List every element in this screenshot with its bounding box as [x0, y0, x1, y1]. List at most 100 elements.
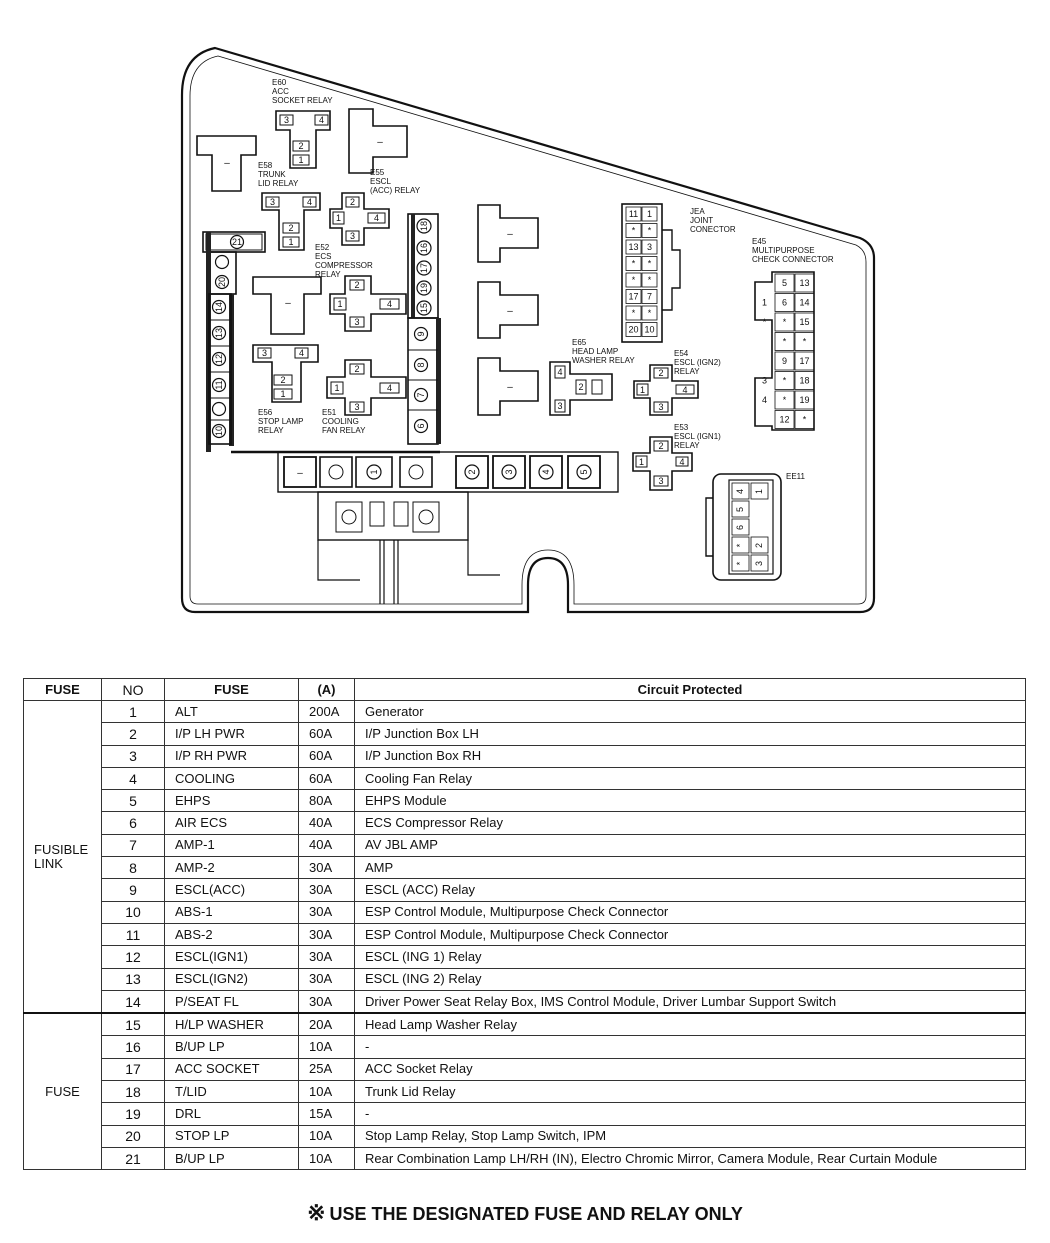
svg-text:2: 2 [754, 543, 764, 548]
svg-text:6: 6 [782, 298, 787, 308]
svg-text:4: 4 [557, 367, 562, 377]
svg-text:17: 17 [799, 356, 809, 366]
svg-text:–: – [377, 137, 383, 148]
svg-text:*: * [632, 226, 636, 236]
cell-fuse: ESCL(IGN2) [164, 967, 299, 991]
svg-text:2: 2 [578, 382, 583, 392]
cell-amp: 30A [298, 989, 355, 1014]
svg-text:11: 11 [629, 209, 638, 219]
svg-text:4: 4 [682, 385, 687, 395]
cell-fuse: AMP-2 [164, 856, 299, 880]
fuse-position-2: 2 [464, 464, 480, 480]
cell-fuse: DRL [164, 1102, 299, 1126]
fuse-position-7: 7 [413, 387, 429, 403]
fuse-position-9: 9 [413, 326, 429, 342]
fuse-position-16: 16 [416, 240, 432, 256]
svg-text:6: 6 [416, 423, 426, 428]
cell-circuit: ESCL (ING 2) Relay [354, 967, 1026, 991]
svg-text:9: 9 [782, 356, 787, 366]
svg-text:18: 18 [419, 221, 429, 231]
svg-text:3: 3 [557, 401, 562, 411]
cell-fuse: H/LP WASHER [164, 1012, 299, 1037]
cell-fuse: STOP LP [164, 1124, 299, 1148]
cell-circuit: ESCL (ING 1) Relay [354, 945, 1026, 969]
empty-relay-socket [348, 108, 408, 174]
cell-circuit: ESP Control Module, Multipurpose Check C… [354, 900, 1026, 924]
empty-relay-socket [252, 276, 322, 335]
svg-text:*: * [803, 415, 807, 425]
footnote-text: USE THE DESIGNATED FUSE AND RELAY ONLY [329, 1204, 743, 1224]
svg-text:2: 2 [350, 197, 355, 207]
svg-text:3: 3 [284, 115, 289, 125]
cell-no: 3 [101, 744, 165, 768]
fuse-position-13: 13 [211, 325, 227, 341]
svg-text:*: * [632, 308, 636, 318]
fusible-link-2: 2 [455, 455, 489, 489]
cell-fuse: AIR ECS [164, 811, 299, 835]
cell-no: 2 [101, 722, 165, 746]
svg-text:3: 3 [262, 348, 267, 358]
fuse-box-housing [180, 46, 876, 614]
cell-amp: 80A [298, 789, 355, 813]
cell-amp: 30A [298, 878, 355, 902]
fuse-position-6: 6 [413, 418, 429, 434]
cell-circuit: ESCL (ACC) Relay [354, 878, 1026, 902]
cell-no: 20 [101, 1124, 165, 1148]
cell-no: 14 [101, 989, 165, 1014]
cell-fuse: ESCL(IGN1) [164, 945, 299, 969]
svg-text:13: 13 [214, 328, 224, 338]
cell-no: 4 [101, 766, 165, 791]
fuse-position-1: 1 [366, 464, 382, 480]
fuse-column-right [407, 213, 441, 445]
svg-text:–: – [224, 158, 230, 169]
svg-text:10: 10 [644, 325, 654, 335]
svg-text:4: 4 [735, 489, 745, 494]
svg-text:*: * [632, 259, 636, 269]
svg-text:*: * [632, 275, 636, 285]
svg-text:4: 4 [762, 395, 767, 405]
header-no: NO [101, 678, 165, 701]
cell-circuit: Generator [354, 699, 1026, 724]
cell-no: 16 [101, 1035, 165, 1059]
svg-text:*: * [648, 259, 652, 269]
cell-circuit: - [354, 1035, 1026, 1059]
cell-circuit: Rear Combination Lamp LH/RH (IN), Electr… [354, 1146, 1026, 1171]
svg-text:*: * [783, 337, 787, 347]
svg-text:*: * [648, 308, 652, 318]
svg-text:*: * [735, 543, 745, 547]
cell-circuit: ESP Control Module, Multipurpose Check C… [354, 922, 1026, 947]
cell-circuit: EHPS Module [354, 789, 1026, 813]
svg-text:7: 7 [647, 292, 652, 302]
cell-amp: 20A [298, 1012, 355, 1037]
svg-text:*: * [648, 226, 652, 236]
svg-text:1: 1 [762, 298, 767, 308]
svg-text:12: 12 [214, 354, 224, 364]
svg-text:3: 3 [504, 469, 514, 474]
cell-circuit: I/P Junction Box LH [354, 722, 1026, 746]
cell-circuit: Trunk Lid Relay [354, 1080, 1026, 1104]
svg-text:4: 4 [319, 115, 324, 125]
cell-fuse: EHPS [164, 789, 299, 813]
svg-text:5: 5 [782, 278, 787, 288]
svg-text:3: 3 [754, 561, 764, 566]
cell-no: 21 [101, 1146, 165, 1171]
empty-relay-socket [477, 281, 539, 339]
cell-fuse: AMP-1 [164, 833, 299, 858]
svg-text:–: – [507, 382, 513, 393]
